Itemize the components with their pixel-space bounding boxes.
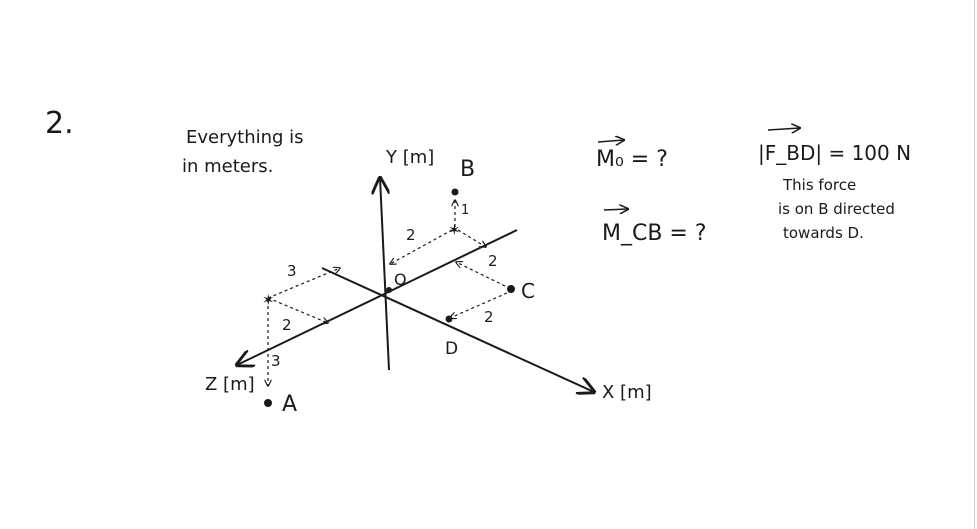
m-o-vector-arrow xyxy=(597,140,624,142)
dim-c-z: 2 xyxy=(488,252,498,270)
page-edge xyxy=(974,0,975,529)
dim-b-back: 2 xyxy=(406,226,416,244)
b-corner-mark: ✶ xyxy=(448,221,461,239)
point-d-label: D xyxy=(445,339,458,359)
y-axis-line xyxy=(380,178,390,371)
c-dash-back xyxy=(456,262,506,287)
point-b-label: B xyxy=(460,157,475,182)
note-line-2: in meters. xyxy=(182,156,273,177)
origin-label: O xyxy=(394,270,407,289)
y-axis-label: Y [m] xyxy=(385,147,434,168)
force-magnitude: |F_BD| = 100 N xyxy=(758,141,911,165)
force-desc-1: This force xyxy=(782,176,856,194)
a-corner-mark: ✶ xyxy=(262,291,275,309)
dim-b-up: 1 xyxy=(461,203,469,218)
point-c-label: C xyxy=(521,279,535,303)
point-b-dot xyxy=(451,188,459,196)
x-axis-line xyxy=(321,267,594,392)
force-desc-3: towards D. xyxy=(783,224,864,242)
point-c-dot xyxy=(507,285,515,293)
b-dash-back xyxy=(390,229,453,264)
c-dash-down xyxy=(450,292,508,318)
point-a-dot xyxy=(264,399,272,407)
m-cb-vector-arrow xyxy=(603,209,628,210)
point-a-label: A xyxy=(282,392,297,417)
moment-cb-question: M_CB = ? xyxy=(602,221,707,246)
a-dash-x xyxy=(267,268,340,299)
dim-d-to-c: 2 xyxy=(484,308,494,326)
problem-number: 2. xyxy=(45,106,74,141)
dim-down-a: 3 xyxy=(271,352,281,370)
point-d-dot xyxy=(445,315,453,323)
z-axis-label: Z [m] xyxy=(205,374,255,395)
b-dash-x xyxy=(457,229,486,247)
f-bd-vector-arrow xyxy=(767,128,800,130)
x-axis-label: X [m] xyxy=(602,382,652,403)
z-axis-line xyxy=(237,229,518,365)
origin-dot xyxy=(386,287,392,293)
dim-z-offset: 3 xyxy=(287,262,297,280)
a-dash-z xyxy=(267,297,328,323)
note-line-1: Everything is xyxy=(186,127,304,148)
force-desc-2: is on B directed xyxy=(778,200,895,218)
moment-o-question: M₀ = ? xyxy=(596,147,668,172)
dim-x-offset: 2 xyxy=(282,316,292,334)
